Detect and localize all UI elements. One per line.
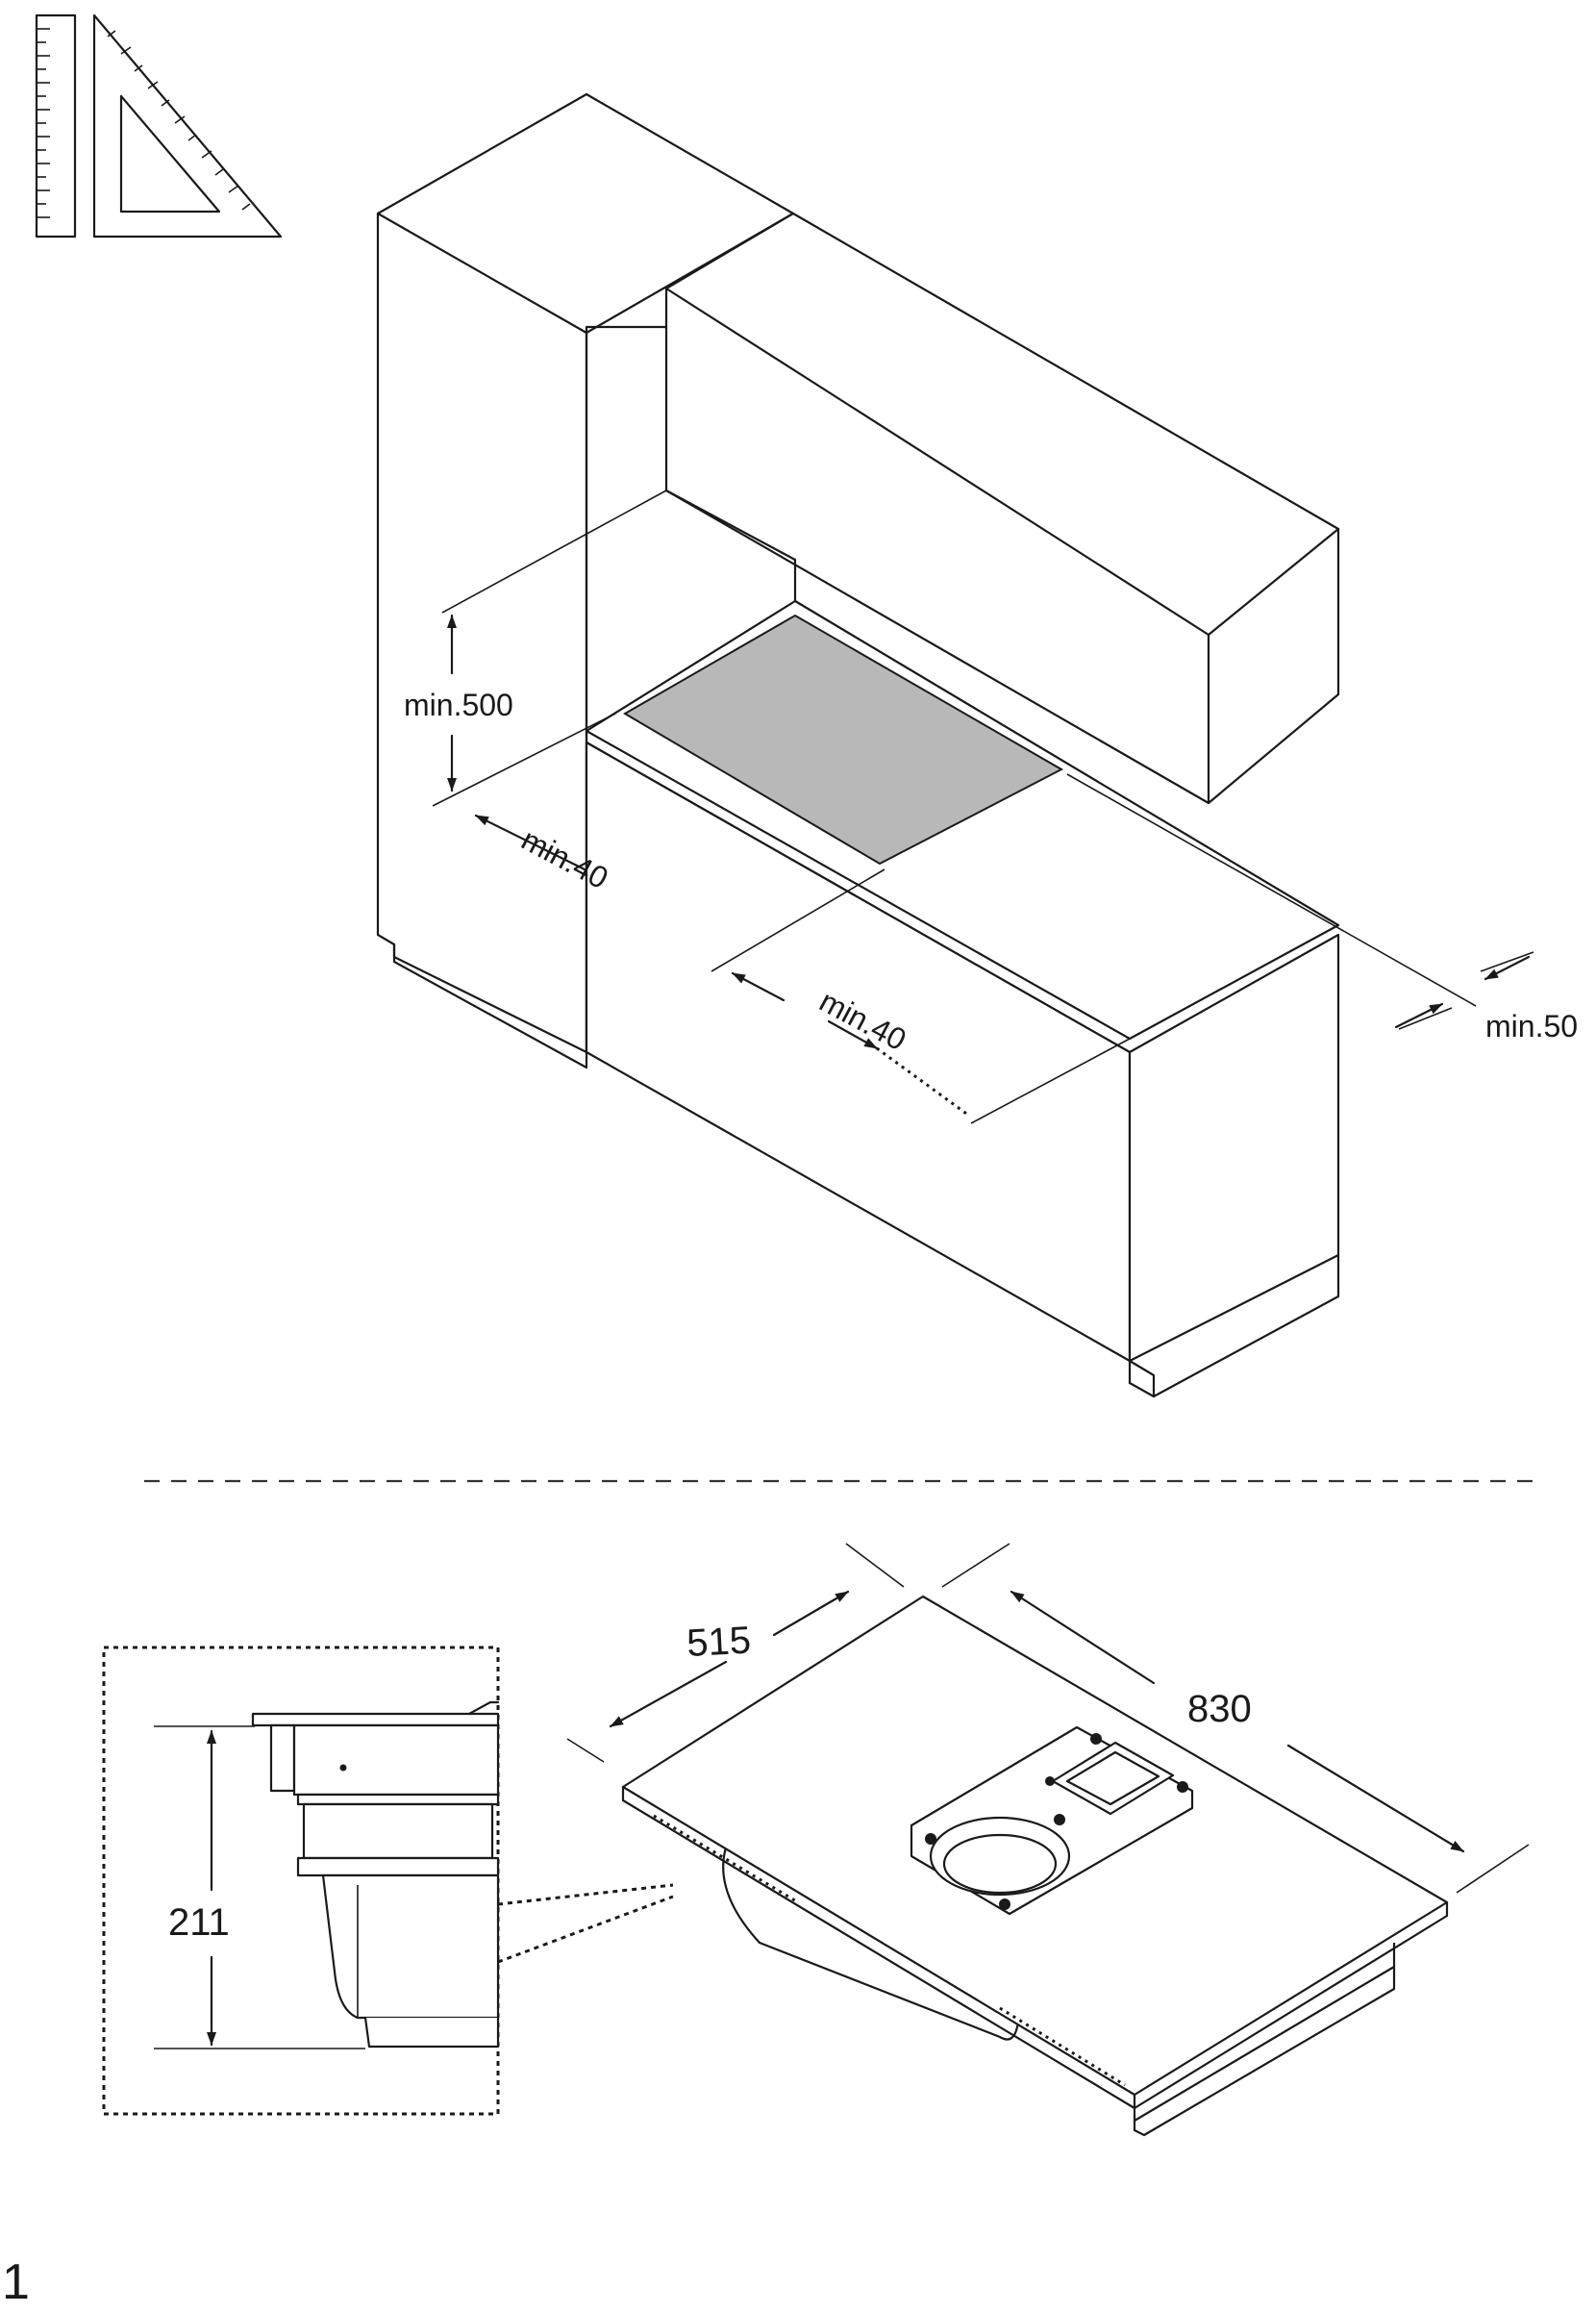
page-number: 1 [2,2254,30,2308]
clearance-rear-dimension [1394,955,1531,1029]
depth-label: 515 [686,1620,752,1665]
set-square-icon [92,13,283,239]
clearance-rear-label: min.50 [1485,1009,1578,1043]
ruler-icon [35,13,77,239]
clearance-front-dimension [731,971,970,1118]
width-label: 830 [1187,1688,1252,1730]
hob-surface [623,614,1064,866]
height-label: 211 [168,1901,230,1944]
clearance-side-dimension [474,814,588,872]
clearance-guides [432,490,1534,1124]
kitchen-cabinets [376,92,1340,1398]
side-section-view [102,1646,674,2116]
clearance-above-label: min.500 [404,688,513,722]
hob-isometric-view [566,1543,1530,2137]
